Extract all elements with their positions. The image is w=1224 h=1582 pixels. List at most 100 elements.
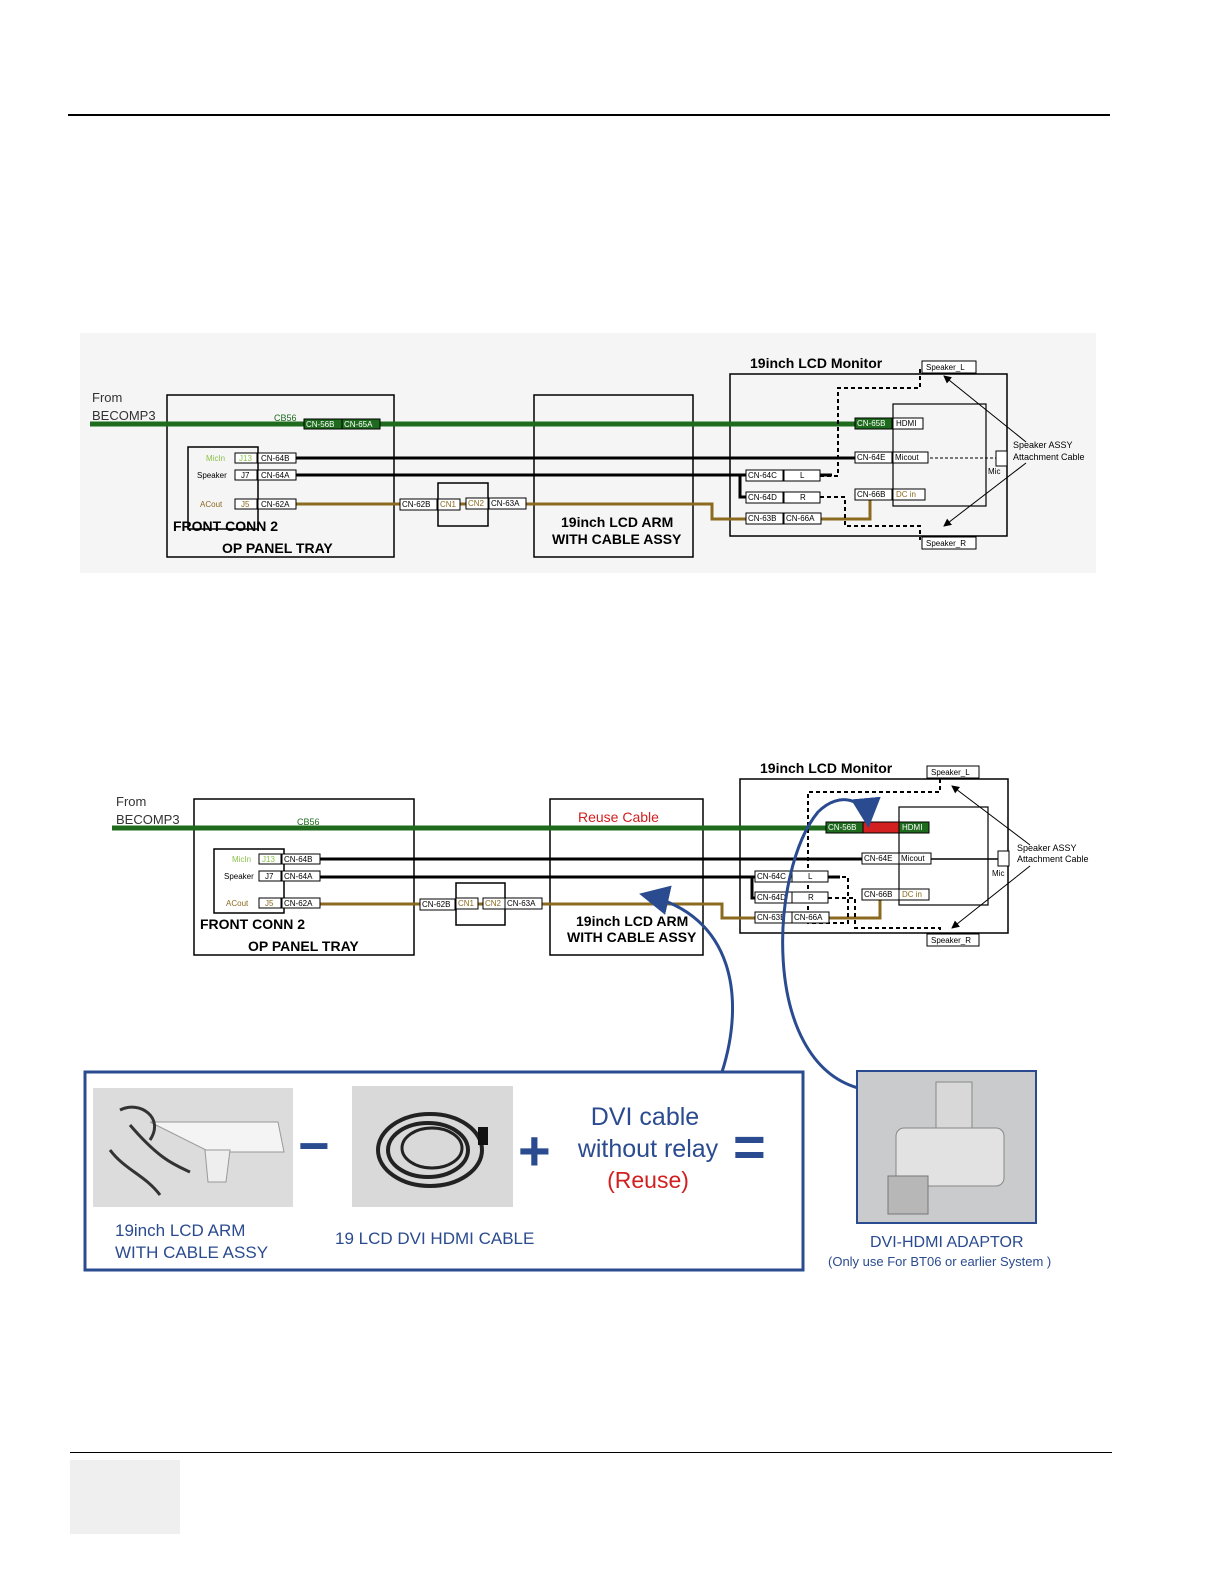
d1-conn-r: R: [800, 493, 806, 502]
d1-arm-title-2: WITH CABLE ASSY: [552, 531, 682, 547]
d1-conn-63a: CN-63A: [491, 499, 520, 508]
d1-front-conn-box: [187, 446, 259, 530]
dvi-text-2: without relay: [577, 1135, 719, 1163]
d2-front-conn-title: FRONT CONN 2: [200, 916, 305, 932]
d2-conn-64e: CN-64E: [864, 854, 892, 863]
d1-speaker-assy-1: Speaker ASSY: [1013, 440, 1073, 450]
d1-conn-66b: CN-66B: [857, 490, 885, 499]
d2-conn-66a: CN-66A: [794, 913, 823, 922]
d1-speaker-r-wire: [820, 496, 921, 540]
hdmi-cable-photo: [352, 1086, 513, 1207]
d2-speaker-l: Speaker_L: [931, 768, 970, 777]
d1-conn-l: L: [800, 471, 805, 480]
d2-monitor-title: 19inch LCD Monitor: [760, 760, 893, 776]
d1-cb-label: CB56: [274, 413, 297, 423]
d2-conn-64d: CN-64D: [757, 893, 786, 902]
d2-conn-hdmi: HDMI: [902, 823, 922, 832]
d1-monitor-title: 19inch LCD Monitor: [750, 355, 883, 371]
d1-conn-dcin: DC in: [896, 490, 916, 499]
d1-conn-hdmi: HDMI: [896, 419, 916, 428]
d1-jack-j7: J7: [241, 471, 250, 480]
d2-speaker-assy-2: Attachment Cable: [1017, 854, 1089, 864]
d2-jack-j5: J5: [265, 899, 274, 908]
d1-speaker-r: Speaker_R: [926, 539, 966, 548]
d1-conn-64c: CN-64C: [748, 471, 777, 480]
d2-conn-64a: CN-64A: [284, 872, 313, 881]
bottom-rule: [70, 1452, 1112, 1453]
arrow-to-arm: [639, 885, 734, 1073]
d2-micin-label: MicIn: [232, 855, 251, 864]
d1-jack-j5: J5: [241, 500, 250, 509]
d1-conn-cn1: CN1: [440, 500, 457, 509]
diagram-2: From BECOMP3 CB56 MicIn J13 CN-64B Speak…: [112, 760, 1089, 956]
d1-acout-label: ACout: [200, 500, 223, 509]
adaptor-caption: DVI-HDMI ADAPTOR: [870, 1234, 1024, 1251]
d2-speaker-r: Speaker_R: [931, 936, 971, 945]
d1-conn-65b: CN-65B: [857, 419, 885, 428]
d2-cb-label: CB56: [297, 817, 320, 827]
arm-photo: [93, 1088, 293, 1207]
d1-jack-j13: J13: [239, 454, 252, 463]
d2-jack-j13: J13: [262, 855, 275, 864]
d2-conn-63b: CN-63B: [757, 913, 785, 922]
d2-arm-title-2: WITH CABLE ASSY: [567, 929, 697, 945]
d2-acout-label: ACout: [226, 899, 249, 908]
top-rule: [68, 114, 1110, 116]
d2-mic: Mic: [992, 869, 1004, 878]
d1-speaker-assy-2: Attachment Cable: [1013, 452, 1085, 462]
d2-arm-title-1: 19inch LCD ARM: [576, 913, 688, 929]
d2-conn-56b: CN-56B: [828, 823, 856, 832]
adaptor-note: (Only use For BT06 or earlier System ): [828, 1254, 1051, 1269]
d2-reuse-label: Reuse Cable: [578, 809, 659, 825]
d2-conn-64c: CN-64C: [757, 872, 786, 881]
d2-source-from: From: [116, 794, 146, 809]
d2-conn-micout: Micout: [901, 854, 925, 863]
d2-conn-63a: CN-63A: [507, 899, 536, 908]
d1-conn-64b: CN-64B: [261, 454, 289, 463]
parts-panel: 19inch LCD ARM WITH CABLE ASSY − 19 LCD …: [83, 1070, 805, 1272]
d2-conn-62b: CN-62B: [422, 900, 450, 909]
parts-arm-caption-2: WITH CABLE ASSY: [115, 1243, 268, 1262]
d2-conn-l: L: [808, 872, 813, 881]
arrow-to-hdmi: [781, 796, 881, 1090]
d1-speaker-l: Speaker_L: [926, 363, 965, 372]
minus-sign: −: [298, 1116, 330, 1176]
dvi-text-1: DVI cable: [591, 1103, 699, 1131]
d1-conn-64d: CN-64D: [748, 493, 777, 502]
d1-front-conn-title: FRONT CONN 2: [173, 518, 278, 534]
d2-conn-66b: CN-66B: [864, 890, 892, 899]
d2-conn-64b: CN-64B: [284, 855, 312, 864]
diagram-1: From BECOMP3 CB56 CN-56B CN-65A MicIn J1…: [80, 333, 1096, 573]
d1-conn-63b: CN-63B: [748, 514, 776, 523]
d1-conn-66a: CN-66A: [786, 514, 815, 523]
d2-jack-j7: J7: [265, 872, 274, 881]
d2-conn-cn2: CN2: [485, 899, 502, 908]
d1-conn-56b: CN-56B: [306, 420, 334, 429]
d2-conn-cn1: CN1: [458, 899, 475, 908]
d1-speaker-l-wire: [820, 368, 921, 477]
d2-conn-r: R: [808, 893, 814, 902]
d2-speaker-r-wire: [828, 897, 941, 934]
d1-op-panel-title: OP PANEL TRAY: [222, 540, 333, 556]
parts-arm-caption-1: 19inch LCD ARM: [115, 1221, 245, 1240]
d1-conn-62a: CN-62A: [261, 500, 290, 509]
d2-op-panel-title: OP PANEL TRAY: [248, 938, 359, 954]
d1-speaker-label: Speaker: [197, 471, 227, 480]
page-number-box: [70, 1460, 180, 1534]
d1-micin-label: MicIn: [206, 454, 225, 463]
d1-mic: Mic: [988, 467, 1000, 476]
d2-speaker-label: Speaker: [224, 872, 254, 881]
parts-hdmi-caption: 19 LCD DVI HDMI CABLE: [335, 1229, 534, 1248]
d1-conn-micout: Micout: [895, 453, 919, 462]
d1-arm-title-1: 19inch LCD ARM: [561, 514, 673, 530]
d2-speaker-assy-1: Speaker ASSY: [1017, 843, 1077, 853]
d2-conn-dcin: DC in: [902, 890, 922, 899]
d1-conn-65a: CN-65A: [344, 420, 373, 429]
plus-sign: +: [518, 1119, 551, 1182]
d1-source-becomp3: BECOMP3: [92, 408, 156, 423]
d1-conn-64e: CN-64E: [857, 453, 885, 462]
d1-source-from: From: [92, 390, 122, 405]
adaptor-panel: DVI-HDMI ADAPTOR (Only use For BT06 or e…: [828, 1070, 1051, 1269]
d1-conn-62b: CN-62B: [402, 500, 430, 509]
